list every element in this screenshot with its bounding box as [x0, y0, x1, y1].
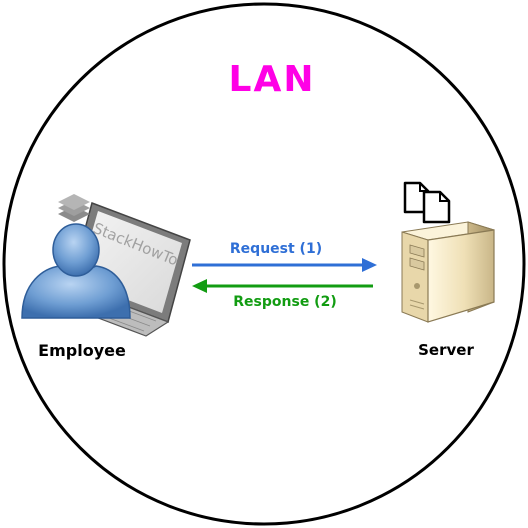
- request-label: Request (1): [230, 241, 322, 257]
- request-arrow: [192, 258, 377, 272]
- server-node: Server: [401, 181, 495, 359]
- response-label: Response (2): [233, 294, 336, 310]
- server-tower-icon: [401, 221, 495, 323]
- employee-label: Employee: [38, 341, 126, 360]
- person-icon: [21, 223, 131, 319]
- diagram-title: LAN: [229, 59, 316, 100]
- response-arrow: [192, 279, 373, 293]
- documents-icon: [403, 181, 451, 224]
- server-label: Server: [418, 341, 474, 359]
- employee-node: StackHowTo Employee: [21, 194, 191, 360]
